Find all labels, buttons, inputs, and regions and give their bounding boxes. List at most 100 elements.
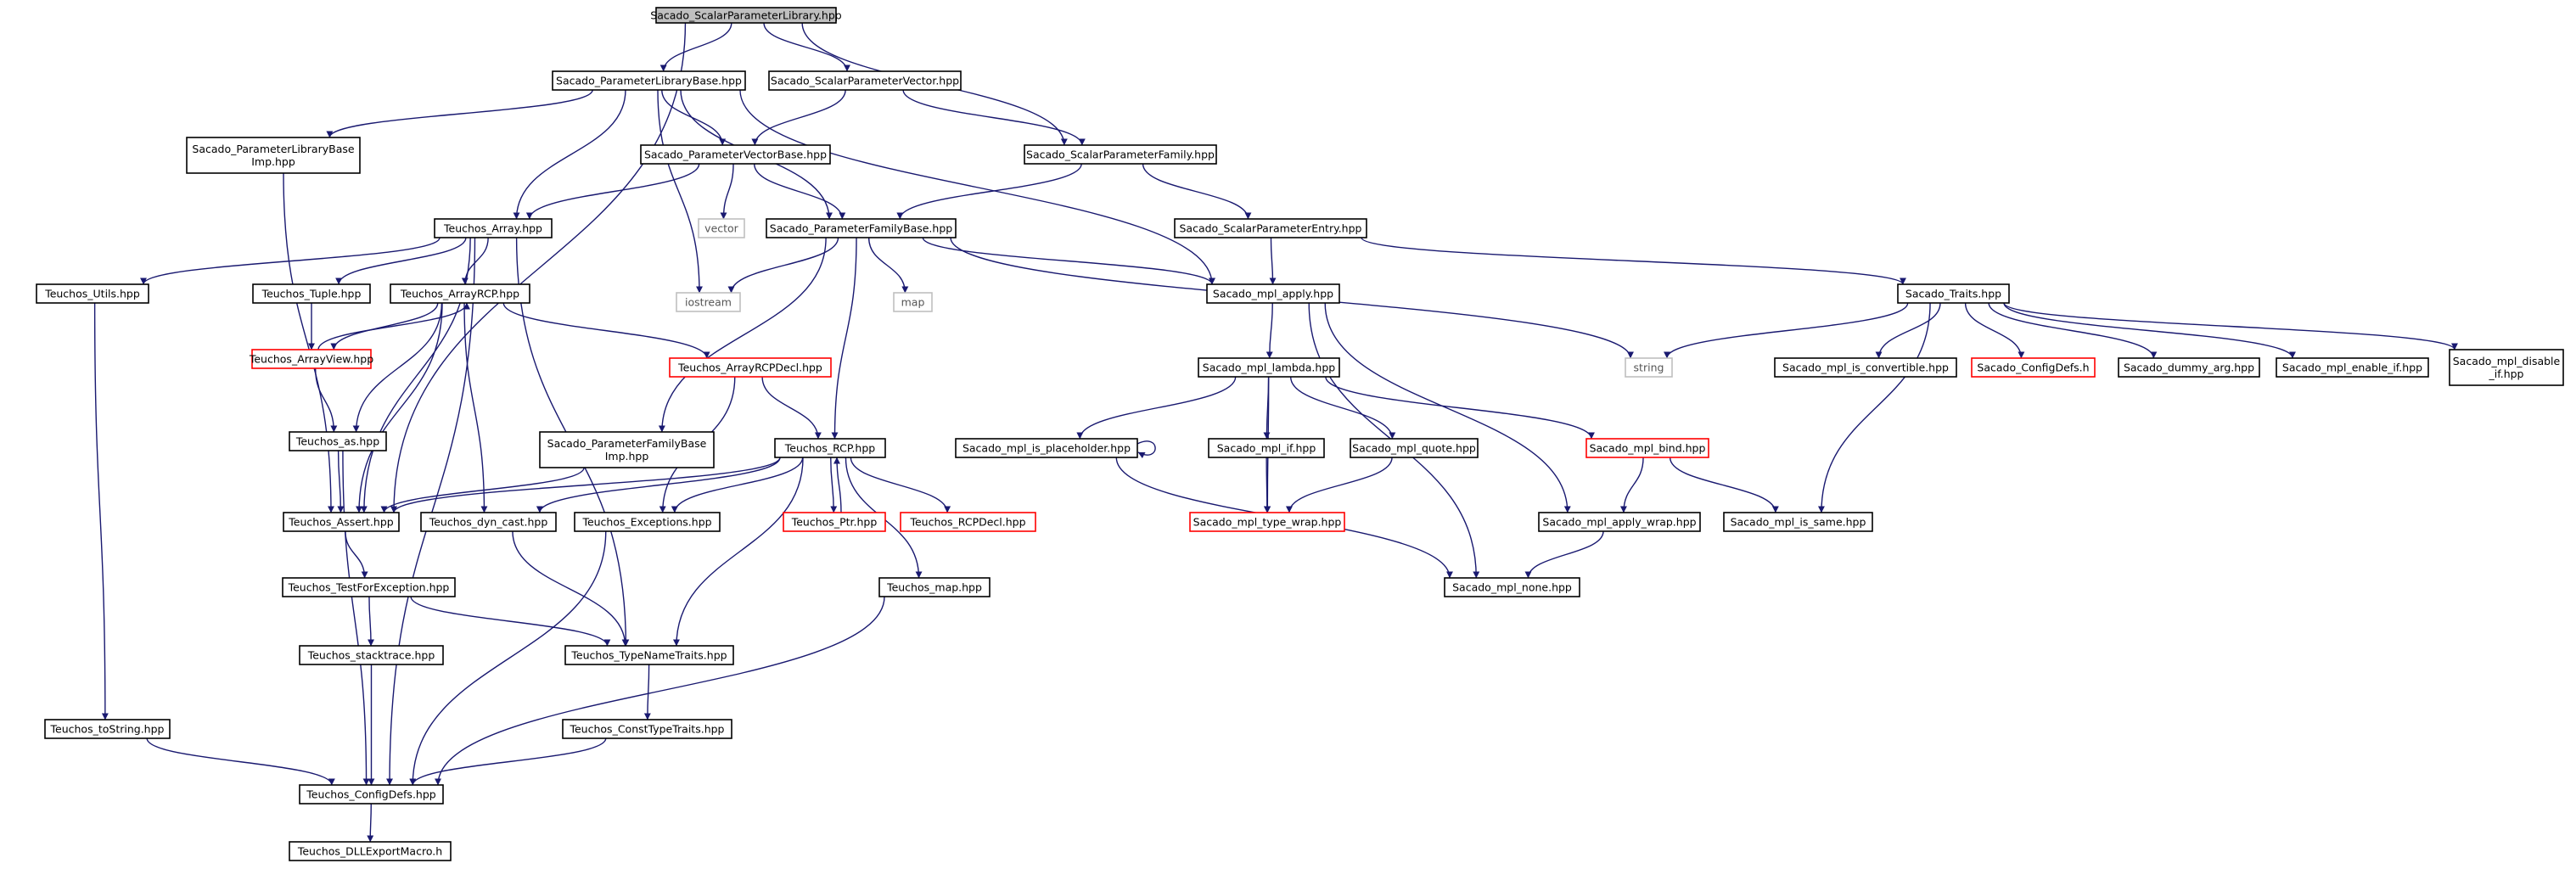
- edge-tarcp-to-tas: [352, 302, 443, 433]
- node-mplawrap[interactable]: Sacado_mpl_apply_wrap.hpp: [1538, 512, 1701, 532]
- node-box: [552, 70, 746, 91]
- node-iostream: iostream: [676, 292, 741, 312]
- node-box: [955, 438, 1138, 458]
- node-box: [1897, 283, 2010, 304]
- node-mplsame[interactable]: Sacado_mpl_is_same.hpp: [1723, 512, 1873, 532]
- node-sconfig[interactable]: Sacado_ConfigDefs.h: [1971, 357, 2096, 378]
- node-vector: vector: [698, 218, 745, 238]
- node-trcpdecl[interactable]: Teuchos_RCPDecl.hpp: [900, 512, 1036, 532]
- node-label: Sacado_dummy_arg.hpp: [2124, 362, 2254, 374]
- edge-tarcp-to-tarview: [330, 302, 439, 350]
- node-label: Teuchos_TestForException.hpp: [288, 581, 450, 594]
- node-mpllambda[interactable]: Sacado_mpl_lambda.hpp: [1198, 357, 1340, 378]
- node-tconfig[interactable]: Teuchos_ConfigDefs.hpp: [299, 784, 444, 805]
- edge-root-to-spvec: [763, 22, 850, 72]
- node-label: Teuchos_Array.hpp: [443, 222, 542, 235]
- node-trcp[interactable]: Teuchos_RCP.hpp: [774, 438, 886, 458]
- edge-pfbase-to-iostream: [727, 237, 839, 294]
- node-mpldisable[interactable]: Sacado_mpl_disable_if.hpp: [2449, 349, 2564, 386]
- node-box: [289, 431, 387, 451]
- node-tptr[interactable]: Teuchos_Ptr.hpp: [783, 512, 886, 532]
- edge-plbaseimp-to-tassert: [283, 172, 334, 513]
- node-label: Teuchos_Utils.hpp: [44, 288, 140, 300]
- node-pfbase[interactable]: Sacado_ParameterFamilyBase.hpp: [766, 218, 957, 238]
- node-label: vector: [704, 222, 739, 235]
- node-box: [2276, 357, 2429, 378]
- node-tdyncast[interactable]: Teuchos_dyn_cast.hpp: [420, 512, 557, 532]
- node-box: [900, 512, 1036, 532]
- node-spvec[interactable]: Sacado_ScalarParameterVector.hpp: [768, 70, 962, 91]
- edge-tarray-to-tassert: [360, 237, 471, 513]
- node-straits[interactable]: Sacado_Traits.hpp: [1897, 283, 2010, 304]
- node-mplquote[interactable]: Sacado_mpl_quote.hpp: [1350, 438, 1479, 458]
- node-box: [1444, 577, 1580, 597]
- node-ttestexc[interactable]: Teuchos_TestForException.hpp: [282, 577, 456, 597]
- node-mplapply[interactable]: Sacado_mpl_apply.hpp: [1206, 283, 1340, 304]
- edge-ttntraits-to-tctraits: [643, 664, 651, 720]
- node-mplenable[interactable]: Sacado_mpl_enable_if.hpp: [2276, 357, 2429, 378]
- dependency-edges: [93, 22, 2458, 843]
- edge-tarray-to-tarcp: [461, 237, 489, 285]
- node-label: Teuchos_RCPDecl.hpp: [909, 516, 1025, 529]
- node-label: Teuchos_map.hpp: [886, 581, 982, 594]
- node-label: map: [901, 296, 925, 309]
- node-mplnone[interactable]: Sacado_mpl_none.hpp: [1444, 577, 1580, 597]
- node-ttuple[interactable]: Teuchos_Tuple.hpp: [252, 283, 371, 304]
- edge-tarray-to-tutils: [140, 237, 441, 285]
- node-tassert[interactable]: Teuchos_Assert.hpp: [283, 512, 400, 532]
- edge-spentry-to-straits: [1361, 237, 1906, 285]
- node-plbase[interactable]: Sacado_ParameterLibraryBase.hpp: [552, 70, 746, 91]
- node-tas[interactable]: Teuchos_as.hpp: [289, 431, 387, 451]
- node-label: Teuchos_stacktrace.hpp: [307, 649, 435, 662]
- node-mpltwrap[interactable]: Sacado_mpl_type_wrap.hpp: [1189, 512, 1345, 532]
- node-tmap[interactable]: Teuchos_map.hpp: [878, 577, 991, 597]
- node-box: [251, 349, 372, 369]
- edge-trcp-to-ttntraits: [672, 457, 804, 647]
- node-spentry[interactable]: Sacado_ScalarParameterEntry.hpp: [1174, 218, 1367, 238]
- edge-straits-to-string: [1664, 302, 1909, 359]
- node-string: string: [1625, 357, 1673, 378]
- node-tstack[interactable]: Teuchos_stacktrace.hpp: [299, 645, 444, 665]
- edge-tarcpdecl-to-trcp: [761, 376, 822, 440]
- node-mplplace[interactable]: Sacado_mpl_is_placeholder.hpp: [955, 438, 1138, 458]
- node-label: Sacado_ParameterLibraryBase.hpp: [556, 75, 742, 87]
- node-mplbind[interactable]: Sacado_mpl_bind.hpp: [1585, 438, 1709, 458]
- node-mplconv[interactable]: Sacado_mpl_is_convertible.hpp: [1774, 357, 1957, 378]
- edge-tarcp-to-tassert: [356, 302, 443, 513]
- node-label: Imp.hpp: [605, 450, 649, 463]
- node-label: Teuchos_Tuple.hpp: [261, 288, 362, 300]
- node-tarray[interactable]: Teuchos_Array.hpp: [434, 218, 553, 238]
- node-tarcp[interactable]: Teuchos_ArrayRCP.hpp: [390, 283, 530, 304]
- node-box: [774, 438, 886, 458]
- node-pvbase[interactable]: Sacado_ParameterVectorBase.hpp: [640, 144, 831, 165]
- node-spfam[interactable]: Sacado_ScalarParameterFamily.hpp: [1024, 144, 1217, 165]
- edge-mplapply-to-mplawrap: [1324, 302, 1571, 513]
- edge-pvbase-to-vector: [720, 163, 734, 220]
- node-tarview[interactable]: Teuchos_ArrayView.hpp: [249, 349, 373, 369]
- edge-texcept-to-tconfig: [409, 530, 607, 786]
- node-tdll[interactable]: Teuchos_DLLExportMacro.h: [289, 841, 452, 861]
- edge-tmap-to-tconfig: [435, 596, 885, 786]
- node-ttostring[interactable]: Teuchos_toString.hpp: [44, 719, 171, 739]
- node-tarcpdecl[interactable]: Teuchos_ArrayRCPDecl.hpp: [669, 357, 832, 378]
- node-tutils[interactable]: Teuchos_Utils.hpp: [36, 283, 149, 304]
- node-map: map: [893, 292, 933, 312]
- node-label: Teuchos_Exceptions.hpp: [581, 516, 711, 529]
- node-texcept[interactable]: Teuchos_Exceptions.hpp: [574, 512, 721, 532]
- node-root[interactable]: Sacado_ScalarParameterLibrary.hpp: [650, 7, 842, 24]
- node-box: [2449, 349, 2564, 386]
- edge-straits-to-sdummy: [1988, 302, 2158, 359]
- node-box: [1350, 438, 1479, 458]
- node-tctraits[interactable]: Teuchos_ConstTypeTraits.hpp: [562, 719, 732, 739]
- node-label: Teuchos_RCP.hpp: [784, 442, 876, 455]
- edge-tarcp-to-tarcpdecl: [502, 302, 710, 359]
- node-ttntraits[interactable]: Teuchos_TypeNameTraits.hpp: [564, 645, 734, 665]
- node-box: [893, 292, 933, 312]
- node-mplif[interactable]: Sacado_mpl_if.hpp: [1208, 438, 1325, 458]
- node-label: Teuchos_ArrayView.hpp: [249, 353, 373, 366]
- edge-plbase-to-iostream: [657, 89, 703, 294]
- node-sdummy[interactable]: Sacado_dummy_arg.hpp: [2118, 357, 2260, 378]
